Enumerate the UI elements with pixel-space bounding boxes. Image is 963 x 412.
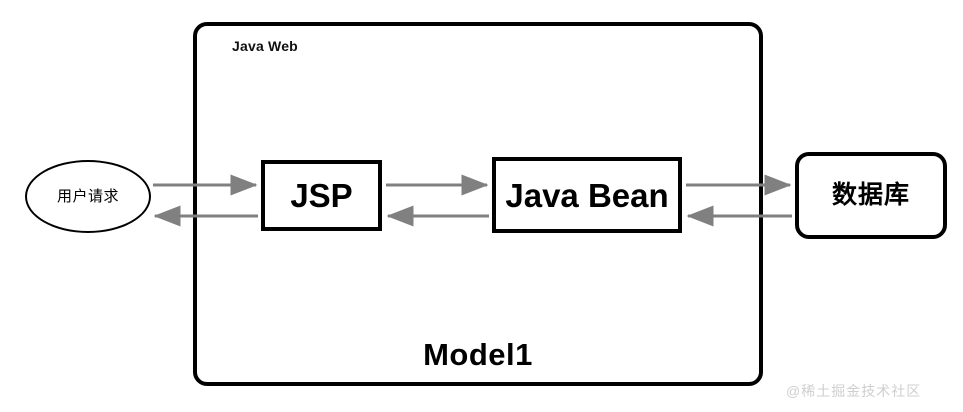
node-java-bean: Java Bean xyxy=(492,157,682,233)
node-database-label: 数据库 xyxy=(831,181,910,209)
node-java-bean-label: Java Bean xyxy=(505,176,669,214)
node-jsp-label: JSP xyxy=(290,177,353,214)
node-database: 数据库 xyxy=(795,152,947,239)
node-jsp: JSP xyxy=(261,160,382,231)
model1-label: Model1 xyxy=(423,337,533,372)
watermark-label: @稀土掘金技术社区 xyxy=(786,383,922,399)
node-user-request-label: 用户请求 xyxy=(56,188,119,205)
node-user-request: 用户请求 xyxy=(25,160,151,233)
java-web-container-label: Java Web xyxy=(232,38,298,54)
java-web-container xyxy=(193,22,763,386)
